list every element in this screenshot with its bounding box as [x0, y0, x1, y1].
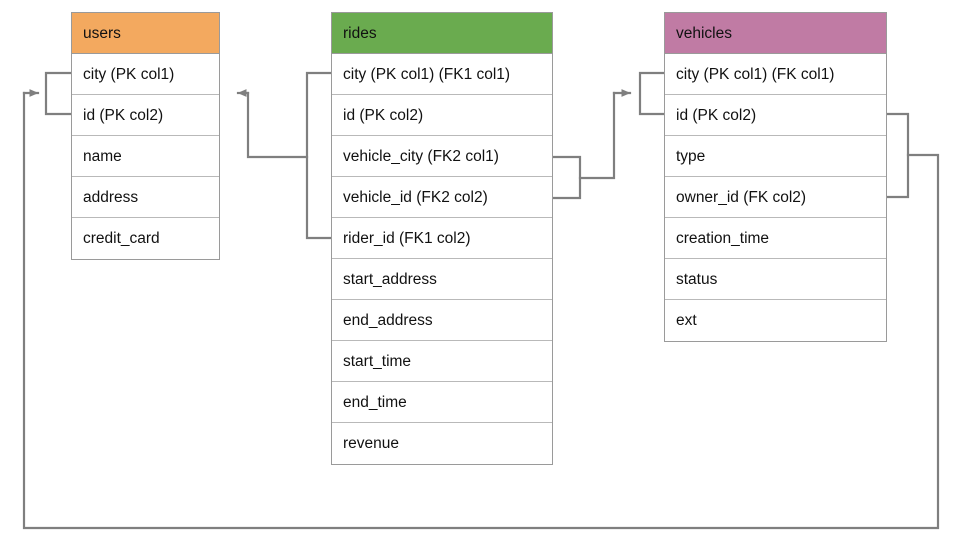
rides-right-bracket: [551, 155, 582, 200]
table-rides-column-start-time[interactable]: start_time: [332, 341, 552, 382]
users-left-bracket: [44, 71, 73, 116]
table-vehicles-column-city[interactable]: city (PK col1) (FK col1): [665, 54, 886, 95]
table-rides-column-end-time[interactable]: end_time: [332, 382, 552, 423]
table-rides-column-vehicle-city[interactable]: vehicle_city (FK2 col1): [332, 136, 552, 177]
table-users-title: users: [72, 13, 219, 54]
table-rides-title: rides: [332, 13, 552, 54]
table-users[interactable]: users city (PK col1) id (PK col2) name a…: [71, 12, 220, 260]
table-users-column-id[interactable]: id (PK col2): [72, 95, 219, 136]
table-users-column-address[interactable]: address: [72, 177, 219, 218]
vehicles-right-bracket: [885, 112, 910, 199]
table-rides-column-vehicle-id[interactable]: vehicle_id (FK2 col2): [332, 177, 552, 218]
fk2-rides-to-vehicles-line: [578, 91, 616, 180]
table-users-column-name[interactable]: name: [72, 136, 219, 177]
table-rides-column-start-address[interactable]: start_address: [332, 259, 552, 300]
table-rides-column-id[interactable]: id (PK col2): [332, 95, 552, 136]
table-vehicles-column-type[interactable]: type: [665, 136, 886, 177]
table-vehicles-column-status[interactable]: status: [665, 259, 886, 300]
table-vehicles-title: vehicles: [665, 13, 886, 54]
table-vehicles-column-ext[interactable]: ext: [665, 300, 886, 341]
table-rides-column-city[interactable]: city (PK col1) (FK1 col1): [332, 54, 552, 95]
table-vehicles[interactable]: vehicles city (PK col1) (FK col1) id (PK…: [664, 12, 887, 342]
vehicles-left-bracket: [638, 71, 666, 116]
table-rides-column-rider-id[interactable]: rider_id (FK1 col2): [332, 218, 552, 259]
fk1-rides-to-users-line: [246, 91, 309, 159]
table-rides-column-revenue[interactable]: revenue: [332, 423, 552, 464]
table-vehicles-column-id[interactable]: id (PK col2): [665, 95, 886, 136]
table-users-column-credit-card[interactable]: credit_card: [72, 218, 219, 259]
table-vehicles-column-creation-time[interactable]: creation_time: [665, 218, 886, 259]
table-vehicles-column-owner-id[interactable]: owner_id (FK col2): [665, 177, 886, 218]
table-rides[interactable]: rides city (PK col1) (FK1 col1) id (PK c…: [331, 12, 553, 465]
table-users-column-city[interactable]: city (PK col1): [72, 54, 219, 95]
table-rides-column-end-address[interactable]: end_address: [332, 300, 552, 341]
rides-left-bracket: [305, 71, 333, 240]
